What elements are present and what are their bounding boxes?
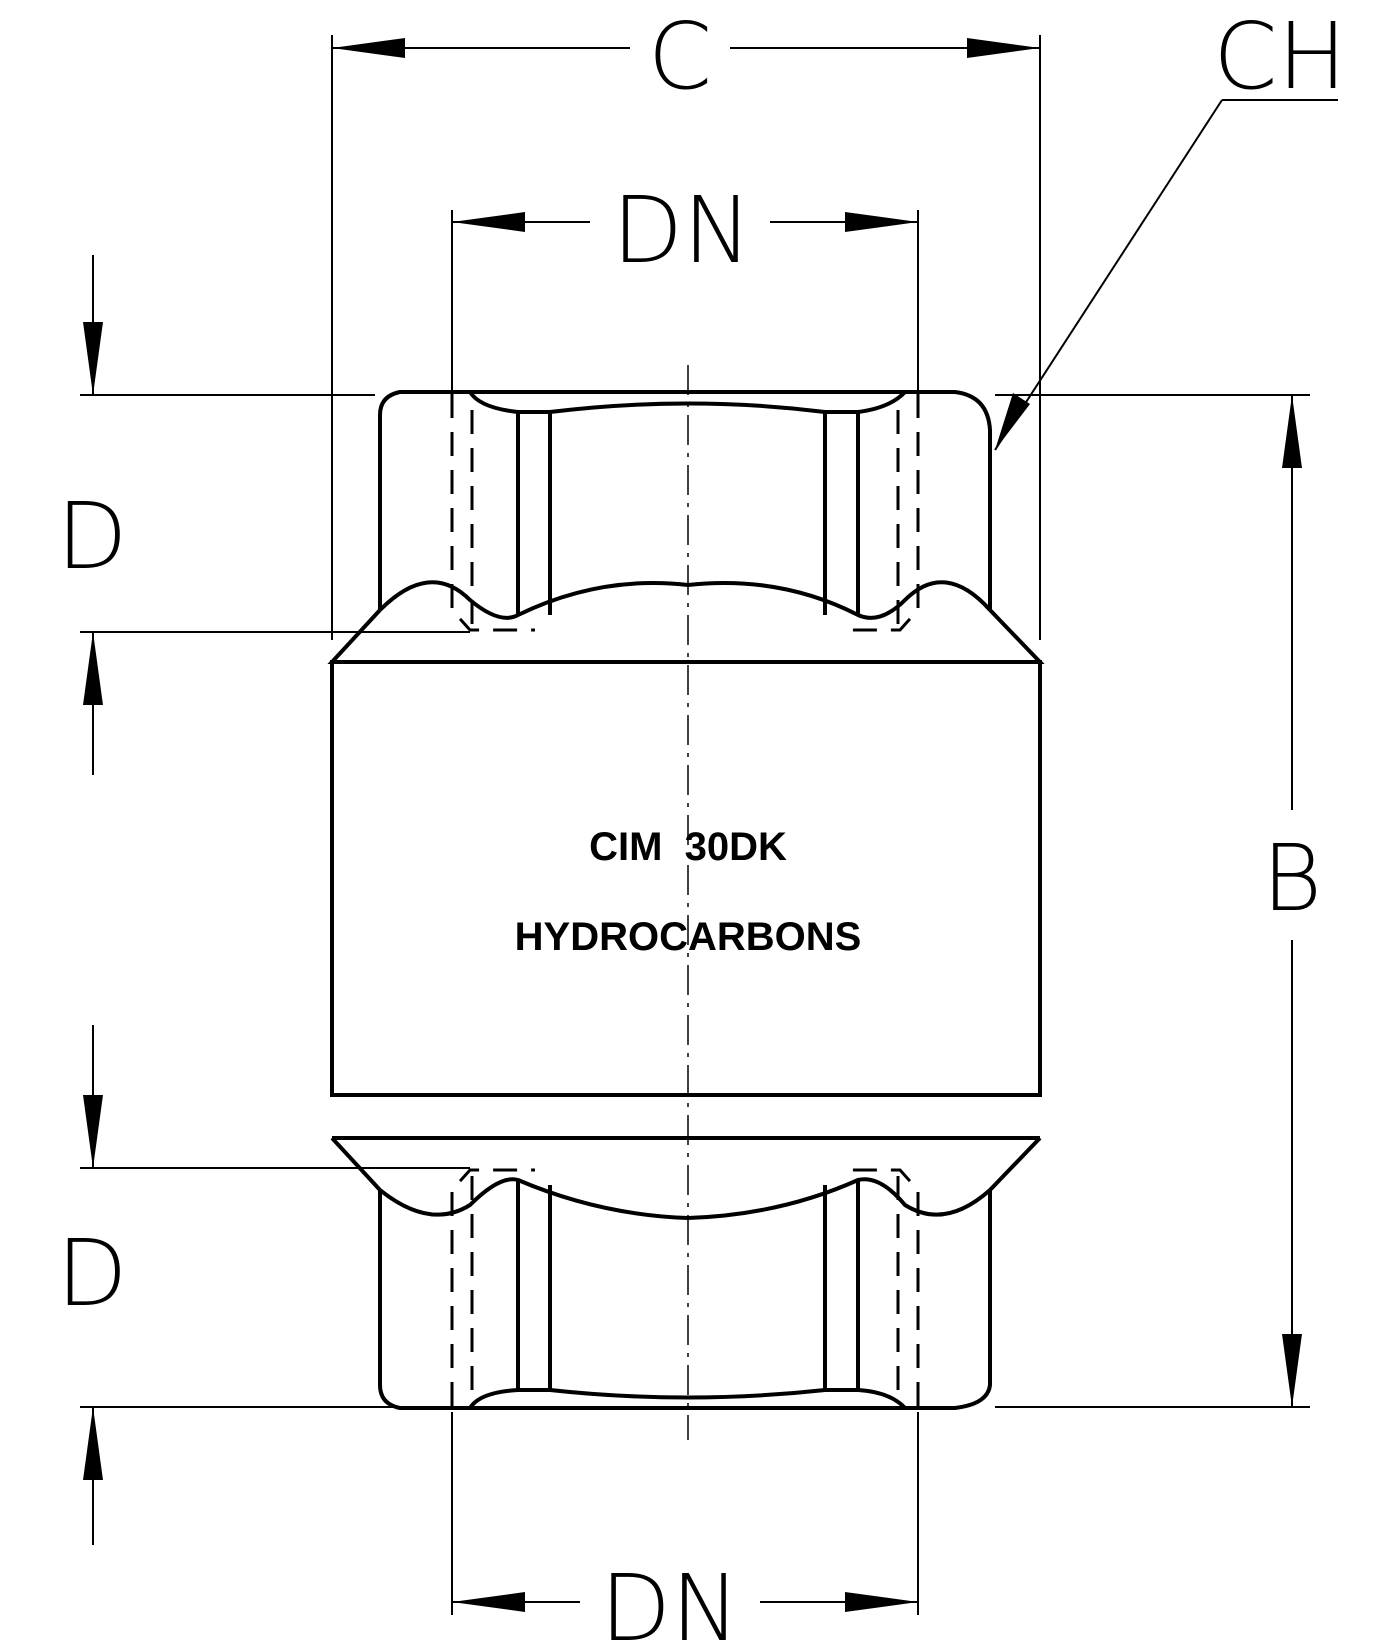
dimension-dn-top: DN: [451, 177, 919, 390]
dim-label-d-lower: D: [57, 1220, 128, 1327]
dim-label-b: B: [1262, 825, 1322, 932]
dim-label-dn-top: DN: [612, 177, 752, 284]
dimension-d-upper: D: [57, 255, 470, 775]
upper-hex-end: [378, 390, 992, 610]
marking-model: CIM 30DK: [589, 825, 787, 869]
dimension-ch: CH: [994, 3, 1347, 451]
lower-hex-bottom-profile: [468, 1388, 907, 1410]
dim-label-ch: CH: [1213, 3, 1346, 110]
dim-label-c: C: [648, 3, 712, 110]
dim-label-d-upper: D: [57, 483, 128, 590]
dim-label-dn-bottom: DN: [600, 1555, 740, 1652]
dimension-c: C: [331, 3, 1041, 640]
marking-medium: HYDROCARBONS: [515, 915, 862, 959]
hidden-threads: [450, 394, 920, 1406]
dimension-dn-bottom: DN: [451, 1412, 919, 1652]
dimension-b: B: [995, 394, 1322, 1408]
central-cylinder: [330, 660, 1042, 1097]
dimension-d-lower: D: [57, 1025, 470, 1545]
valve-body: [327, 390, 1045, 1410]
upper-chamfer: [327, 608, 1045, 664]
lower-hex-end: [378, 1190, 992, 1410]
lower-chamfer: [330, 1136, 1042, 1192]
